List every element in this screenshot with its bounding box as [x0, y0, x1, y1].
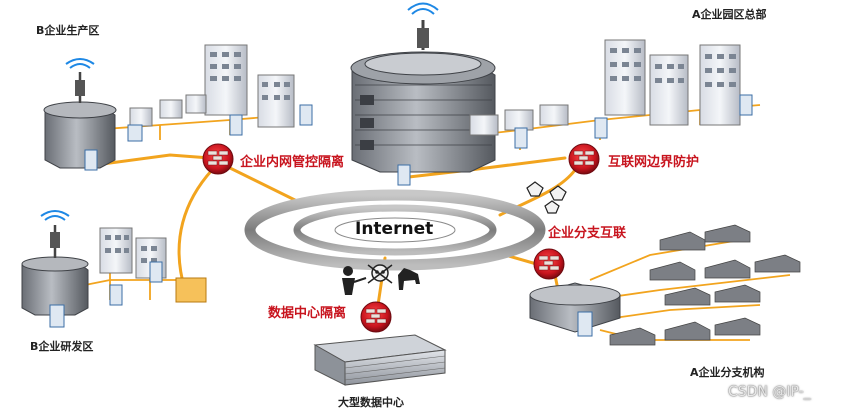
zone-label-a-branch: A企业分支机构: [690, 366, 765, 379]
link-production-to-intranet-firewall: [93, 153, 212, 167]
switch-device: [84, 149, 98, 171]
switch-device: [397, 164, 411, 186]
antenna-icon: [75, 80, 85, 96]
trojan-horse-icon: [398, 268, 420, 290]
antenna-icon: [50, 232, 60, 248]
switch-device: [127, 124, 143, 142]
security-label-internet-border: 互联网边界防护: [608, 155, 700, 170]
link-rnd-to-intranet-firewall: [177, 168, 214, 292]
switch-device: [514, 127, 528, 149]
switch-device: [49, 304, 65, 328]
virus-bug-icon: [526, 181, 567, 214]
zone-label-a-headquarters: A企业园区总部: [692, 8, 767, 21]
internet-cloud: [244, 189, 546, 271]
watermark: CSDN @IP-_: [728, 384, 811, 400]
skull-icon: [367, 264, 393, 284]
hacker-icon: [342, 266, 367, 295]
gateway-device: [175, 277, 207, 303]
zone-label-b-production: B企业生产区: [36, 24, 100, 37]
a-headquarters-area: [397, 39, 753, 186]
switch-device: [594, 117, 608, 139]
zone-label-b-rnd: B企业研发区: [30, 340, 94, 353]
switch-device: [149, 261, 163, 283]
security-label-intranet-isolation: 企业内网管控隔离: [240, 155, 345, 170]
large-datacenter: [313, 334, 447, 386]
firewall-intranet-icon: [202, 143, 234, 175]
a-branch-area: [529, 224, 801, 346]
hq-datacenter-tower: [350, 2, 496, 173]
zone-label-datacenter: 大型数据中心: [338, 396, 404, 409]
antenna-icon: [417, 28, 429, 48]
wifi-icon: [407, 2, 439, 15]
branch-houses: [609, 224, 801, 346]
switch-device: [299, 104, 313, 126]
b-rnd-area: [21, 210, 207, 328]
switch-device: [229, 114, 243, 136]
firewall-datacenter-icon: [360, 301, 392, 333]
threat-icons: [342, 181, 567, 295]
switch-device: [109, 284, 123, 306]
switch-device: [577, 311, 593, 337]
security-label-branch-interconnect: 企业分支互联: [548, 226, 627, 241]
switch-device: [739, 94, 753, 116]
link-intranet-firewall-to-internet: [228, 166, 307, 207]
b-production-area: [43, 44, 313, 171]
firewall-branch-icon: [533, 248, 565, 280]
wifi-icon: [65, 58, 95, 69]
wifi-icon: [40, 210, 70, 221]
internet-label: Internet: [355, 219, 434, 239]
security-label-datacenter-isolation: 数据中心隔离: [268, 306, 347, 321]
firewall-internet-border-icon: [568, 143, 600, 175]
